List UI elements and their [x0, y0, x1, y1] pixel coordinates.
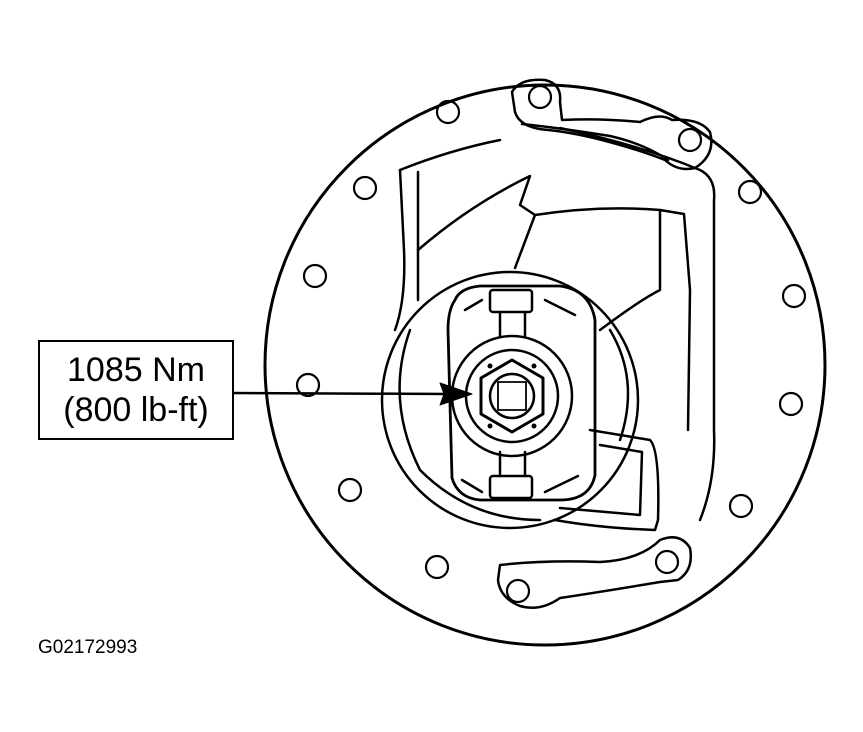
torque-value-imperial: (800 lb-ft): [63, 391, 209, 429]
bolt-hole: [337, 477, 363, 503]
pinion-washer: [450, 334, 574, 458]
bolt-hole: [778, 391, 804, 417]
figure-id: G02172993: [38, 637, 138, 658]
pinion-nut: [479, 358, 545, 434]
carrier-ring-outer: [380, 270, 640, 530]
housing-inner-rib: [398, 126, 716, 522]
bolt-hole: [728, 493, 754, 519]
ring-gear-web-right: [658, 208, 692, 432]
bolt-hole: [677, 127, 703, 153]
yoke-detail: [460, 298, 580, 494]
bolt-hole: [527, 84, 553, 110]
yoke-ear-bottom: [488, 474, 534, 500]
bolt-hole: [424, 554, 450, 580]
ring-gear-web-inner: [513, 213, 537, 270]
bolt-hole: [737, 179, 763, 205]
torque-value-metric: 1085 Nm: [67, 351, 205, 389]
lower-cast-boss: [496, 536, 692, 609]
carrier-ring-inner: [398, 328, 630, 522]
flange-bolt-holes: [295, 84, 807, 604]
callout-arrowhead: [439, 382, 473, 406]
callout-arrow-shaft: [232, 391, 450, 396]
bolt-hole: [654, 549, 680, 575]
bolt-hole: [352, 175, 378, 201]
lower-passage: [553, 428, 660, 532]
bolt-hole: [781, 283, 807, 309]
pinion-yoke: [446, 284, 597, 502]
pinion-nut-bore: [488, 372, 536, 420]
pinion-nut-slot: [497, 381, 527, 411]
housing-flange-outer: [263, 83, 827, 647]
yoke-ear-top: [488, 288, 534, 314]
ring-gear-web: [416, 174, 662, 332]
housing-left-wall: [393, 168, 406, 332]
upper-boss-rib: [520, 122, 670, 162]
bolt-hole: [302, 263, 328, 289]
washer-marks: [487, 363, 537, 429]
bolt-hole: [505, 578, 531, 604]
upper-cast-boss: [510, 78, 713, 171]
bolt-hole: [435, 99, 461, 125]
bolt-hole: [295, 372, 321, 398]
torque-callout-box: 1085 Nm (800 lb-ft): [38, 340, 234, 440]
